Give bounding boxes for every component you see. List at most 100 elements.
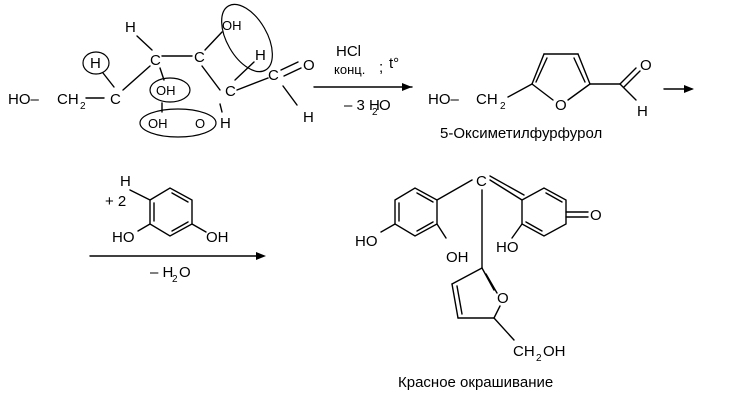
- sugar-c2-label: C: [150, 52, 161, 69]
- resorcinol-h: H: [120, 173, 131, 190]
- bond: [129, 189, 151, 201]
- bond: [201, 65, 221, 91]
- ring-bond: [577, 53, 591, 85]
- circled-oh-h-highlight: [221, 3, 273, 73]
- sugar-ho-label: HO–: [8, 91, 40, 108]
- sugar-o-bottom: O: [195, 116, 205, 131]
- bond: [122, 65, 151, 91]
- bond: [234, 61, 255, 81]
- bond: [280, 61, 299, 71]
- sugar-aldehyde-h: H: [303, 109, 314, 126]
- reagent-acid: HCl: [336, 43, 361, 60]
- ring-bond: [567, 83, 591, 101]
- dye-oh-right: HO: [496, 239, 519, 256]
- bond: [191, 223, 207, 233]
- sugar-ch2-sub: 2: [80, 101, 86, 112]
- ring-bond: [531, 53, 545, 85]
- circled-oh-pair-highlight: [139, 108, 217, 138]
- reagent-acid-note: конц.: [334, 62, 365, 77]
- sugar-oh-bottom: OH: [148, 116, 168, 131]
- ring-bond: [416, 192, 434, 203]
- sugar-aldehyde-o: O: [303, 57, 315, 74]
- benzene-ring: [149, 187, 193, 237]
- circled-h-highlight: [82, 51, 110, 75]
- bond: [619, 67, 637, 85]
- hmf-ch2-sub: 2: [500, 101, 506, 112]
- dye-ch2oh-tail: OH: [543, 343, 566, 360]
- reagent2-water-tail: O: [179, 264, 191, 281]
- dye-ho-left: HO: [355, 233, 378, 250]
- sugar-c1-label: C: [110, 91, 121, 108]
- resorcinol-ho-left: HO: [112, 229, 135, 246]
- arrow-head: [684, 85, 694, 93]
- bond: [489, 175, 525, 196]
- bond: [236, 77, 269, 91]
- bond: [102, 72, 115, 88]
- sugar-h-c2: H: [125, 19, 136, 36]
- reaction-arrow-1: HCl конц. ; t° – 3 H 2 O: [313, 43, 413, 118]
- bond: [436, 223, 447, 239]
- bond: [619, 83, 637, 101]
- bond: [436, 179, 473, 201]
- ring-bond: [545, 192, 563, 203]
- resorcinol-oh-right: OH: [206, 229, 229, 246]
- bond: [493, 317, 515, 341]
- sugar-oh-c3: OH: [222, 18, 242, 33]
- bond: [511, 223, 523, 239]
- reagent-temperature: t°: [389, 55, 399, 72]
- bond: [283, 67, 302, 77]
- hmf-name: 5-Оксиметилфурфурол: [440, 125, 602, 142]
- ring-bond: [485, 273, 498, 294]
- dye-ch2-sub: 2: [536, 353, 542, 364]
- final-product-molecule: HO OH C O HO O CH 2 OH Красное окрашива: [355, 173, 602, 391]
- dye-bridge-c: C: [476, 173, 487, 190]
- ring-bond: [531, 83, 554, 101]
- hmf-ch2-label: CH: [476, 91, 498, 108]
- bond: [136, 35, 153, 51]
- reagent-water-tail: O: [379, 97, 391, 114]
- resorcinol-reagent: + 2 H HO OH: [105, 173, 229, 246]
- hmf-ring-o: O: [555, 97, 567, 114]
- ring-bond: [525, 221, 543, 232]
- dye-furan-o: O: [497, 290, 509, 307]
- ring-bond: [573, 57, 586, 83]
- reaction-arrow-2: – H 2 O: [89, 252, 266, 285]
- final-caption: Красное окрашивание: [398, 374, 553, 391]
- ring-bond: [481, 267, 495, 291]
- ring-bond: [451, 267, 483, 285]
- sugar-oh-c2: OH: [156, 83, 176, 98]
- dye-ch2-label: CH: [513, 343, 535, 360]
- ring-bond: [171, 221, 189, 232]
- bond: [204, 31, 223, 51]
- sugar-h-bottom: H: [220, 115, 231, 132]
- dye-oh-left-ortho: OH: [446, 249, 469, 266]
- bond: [489, 179, 523, 201]
- arrow-head: [402, 83, 412, 91]
- ring-bond: [171, 192, 189, 203]
- sugar-c5-label: C: [268, 67, 279, 84]
- quinoid-ring: [521, 187, 567, 237]
- ring-bond: [456, 285, 463, 315]
- bond: [380, 223, 396, 233]
- reaction-arrow-continue: [663, 85, 694, 93]
- dye-quinone-o: O: [590, 207, 602, 224]
- ring-bond: [451, 283, 459, 319]
- sugar-c3-label: C: [194, 49, 205, 66]
- bond: [507, 83, 533, 98]
- hmf-aldehyde-o: O: [640, 57, 652, 74]
- bond: [159, 67, 165, 81]
- bond: [219, 103, 223, 113]
- ring-bond: [416, 221, 434, 232]
- reagent2-water-sub: 2: [172, 274, 178, 285]
- circled-oh-highlight: [149, 77, 191, 103]
- ring-bond: [535, 57, 548, 83]
- reagent-water-sub: 2: [372, 107, 378, 118]
- hmf-ho-label: HO–: [428, 91, 460, 108]
- reagent-separator: ;: [379, 59, 383, 76]
- sugar-h-c4: H: [255, 47, 266, 64]
- sugar-c4-label: C: [225, 83, 236, 100]
- reagent-water-loss: – 3 H: [344, 97, 380, 114]
- arrow-head: [256, 252, 266, 260]
- sugar-molecule: HO– CH 2 C H C H OH C OH H C C: [8, 3, 315, 138]
